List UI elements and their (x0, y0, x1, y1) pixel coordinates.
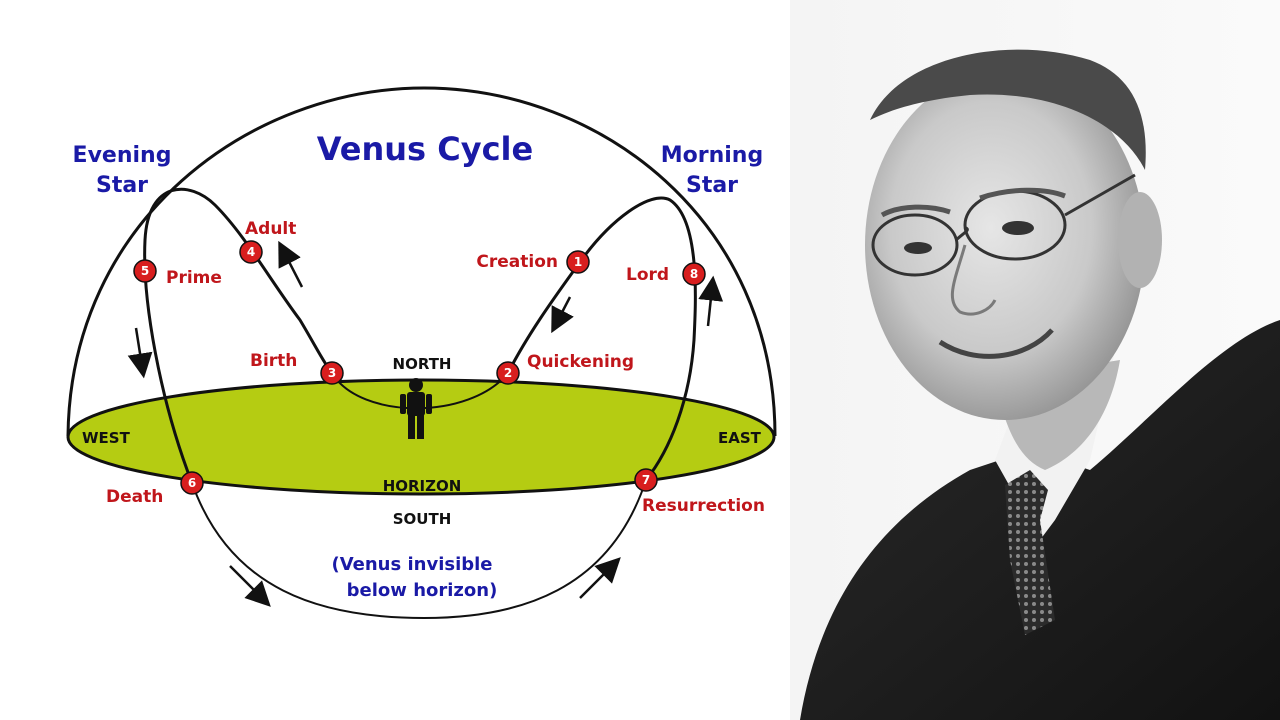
head (865, 70, 1145, 420)
svg-text:3: 3 (328, 366, 336, 380)
evening-star-loop (143, 187, 334, 484)
north-label: NORTH (393, 355, 452, 373)
arrow-below-right (579, 557, 621, 599)
portrait-photo (790, 0, 1280, 720)
arrow-adult (278, 240, 304, 288)
evening-star-label-line2: Star (96, 173, 148, 198)
svg-text:5: 5 (141, 264, 149, 278)
observer-figure-icon (400, 378, 432, 439)
svg-text:6: 6 (188, 476, 196, 490)
arrow-below-left (229, 565, 271, 607)
stage-marker-2: 2 (496, 361, 520, 385)
morning-star-loop (506, 196, 697, 481)
south-label: SOUTH (393, 510, 452, 528)
arrow-morning-up (698, 275, 724, 327)
morning-star-label-line2: Star (686, 173, 738, 198)
venus-cycle-diagram: Venus Cycle Evening Star Morning Star NO… (66, 86, 777, 620)
stage-marker-5: 5 (133, 259, 157, 283)
west-label: WEST (82, 429, 131, 447)
morning-star-label-line1: Morning (661, 143, 763, 168)
stage-marker-1: 1 (566, 250, 590, 274)
ear (1118, 192, 1162, 288)
stage-label-creation: Creation (476, 252, 558, 272)
stage-marker-8: 8 (682, 262, 706, 286)
below-horizon-note-line2: below horizon) (347, 580, 498, 601)
stage-label-prime: Prime (166, 268, 222, 288)
smile (938, 328, 1054, 359)
stage-label-quickening: Quickening (527, 352, 634, 372)
stage-label-resurrection: Resurrection (642, 496, 765, 516)
arrow-evening-down (127, 327, 153, 379)
arrow-creation (551, 296, 574, 334)
sky-dome (66, 86, 777, 437)
below-horizon-note-line1: (Venus invisible (331, 554, 492, 575)
stage-marker-4: 4 (239, 240, 263, 264)
svg-text:4: 4 (247, 245, 255, 259)
stage-label-death: Death (106, 487, 163, 507)
stage-marker-7: 7 (634, 468, 658, 492)
evening-star-label-line1: Evening (73, 143, 172, 168)
east-label: EAST (718, 429, 762, 447)
stage-label-lord: Lord (626, 265, 669, 285)
svg-text:8: 8 (690, 267, 698, 281)
svg-text:1: 1 (574, 255, 582, 269)
svg-text:7: 7 (642, 473, 650, 487)
hair (870, 49, 1146, 170)
horizon-label: HORIZON (383, 477, 462, 495)
necktie (1005, 470, 1055, 635)
stage-marker-3: 3 (320, 361, 344, 385)
svg-text:2: 2 (504, 366, 512, 380)
diagram-title: Venus Cycle (317, 130, 533, 168)
stage-marker-6: 6 (180, 471, 204, 495)
stage-label-birth: Birth (250, 351, 297, 371)
stage-label-adult: Adult (245, 219, 296, 239)
